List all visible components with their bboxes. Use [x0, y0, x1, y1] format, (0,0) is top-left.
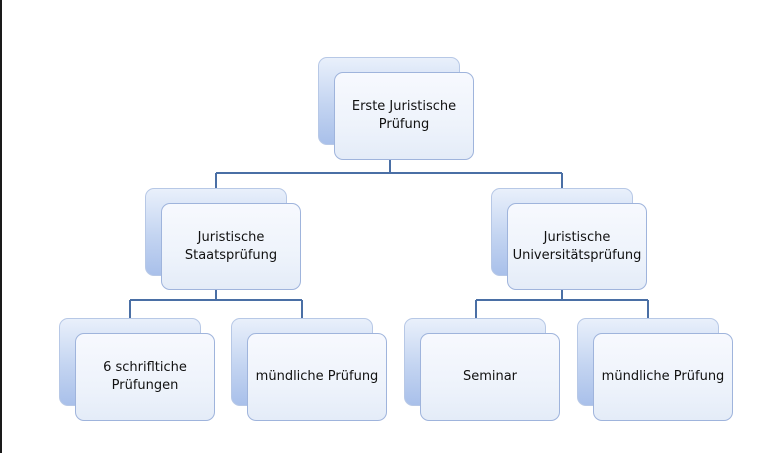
node-box: Erste Juristische Prüfung [334, 72, 474, 160]
node-label: Erste Juristische Prüfung [351, 99, 457, 132]
node-box: Juristische Staatsprüfung [161, 203, 301, 290]
node-box: Seminar [420, 333, 560, 421]
node-box: Juristische Universitätsprüfung [507, 203, 647, 290]
node-label: Seminar [462, 369, 518, 384]
node-label: mündliche Prüfung [255, 369, 379, 384]
node-box: 6 schrifltiche Prüfungen [75, 333, 215, 421]
left-border [0, 0, 2, 453]
node-label: Juristische Staatsprüfung [184, 229, 278, 263]
node-label: mündliche Prüfung [601, 369, 725, 384]
node-box: mündliche Prüfung [593, 333, 733, 421]
node-label: Juristische Universitätsprüfung [512, 229, 642, 263]
node-label: 6 schrifltiche Prüfungen [103, 360, 187, 393]
node-box: mündliche Prüfung [247, 333, 387, 421]
